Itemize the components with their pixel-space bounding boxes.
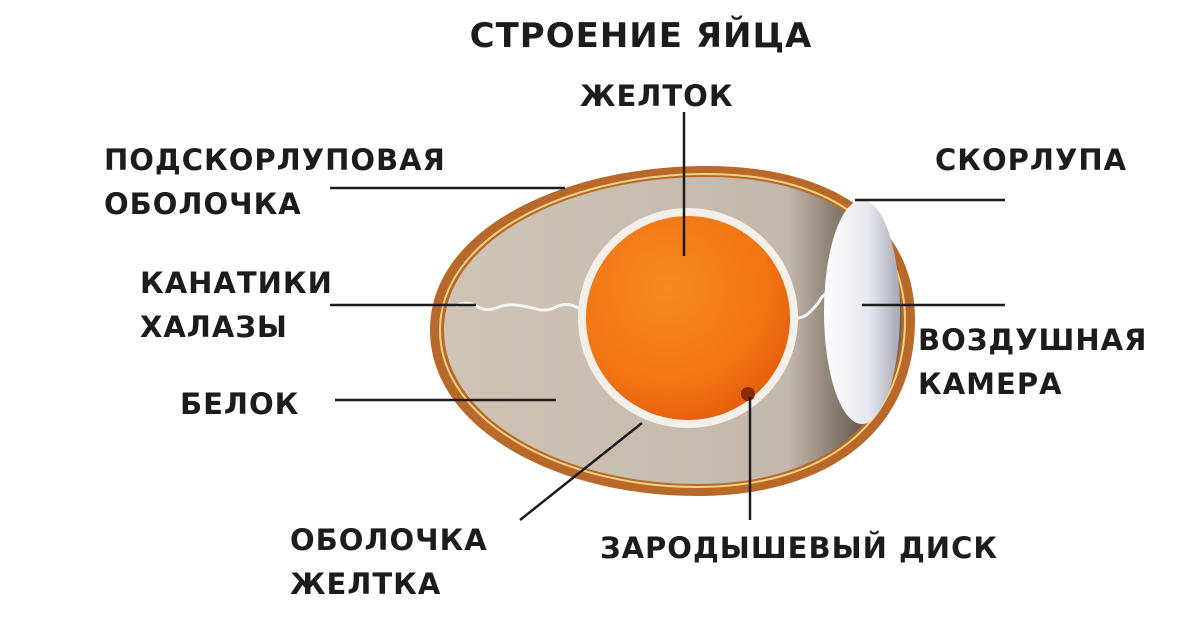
- pointer-lines: [330, 112, 1005, 521]
- label-yolk-membrane: ОБОЛОЧКА ЖЕЛТКА: [290, 518, 488, 606]
- label-germinal-disc: ЗАРОДЫШЕВЫЙ ДИСК: [600, 531, 999, 565]
- label-line: ПОДСКОРЛУПОВАЯ: [104, 143, 446, 177]
- label-chalazae: КАНАТИКИ ХАЛАЗЫ: [140, 261, 333, 349]
- label-air-cell: ВОЗДУШНАЯ КАМЕРА: [918, 318, 1147, 406]
- label-line: ЖЕЛТКА: [290, 567, 442, 601]
- label-albumen: БЕЛОК: [180, 387, 300, 421]
- yolk: [586, 216, 790, 420]
- label-shell-membrane: ПОДСКОРЛУПОВАЯ ОБОЛОЧКА: [104, 138, 446, 226]
- label-line: КАНАТИКИ: [140, 266, 333, 300]
- germinal-disc: [741, 387, 755, 401]
- chalaza-left: [455, 301, 597, 312]
- air-cell: [824, 200, 900, 424]
- label-shell: СКОРЛУПА: [935, 143, 1128, 177]
- label-line: ОБОЛОЧКА: [290, 523, 488, 557]
- chalaza-right: [789, 290, 829, 320]
- shell-membrane: [438, 172, 907, 489]
- label-line: ВОЗДУШНАЯ: [918, 323, 1148, 357]
- label-line: КАМЕРА: [918, 367, 1063, 401]
- diagram-title: СТРОЕНИЕ ЯЙЦА: [469, 16, 813, 56]
- label-yolk: ЖЕЛТОК: [580, 79, 734, 113]
- label-line: ХАЛАЗЫ: [140, 310, 288, 344]
- label-line: ОБОЛОЧКА: [104, 187, 302, 221]
